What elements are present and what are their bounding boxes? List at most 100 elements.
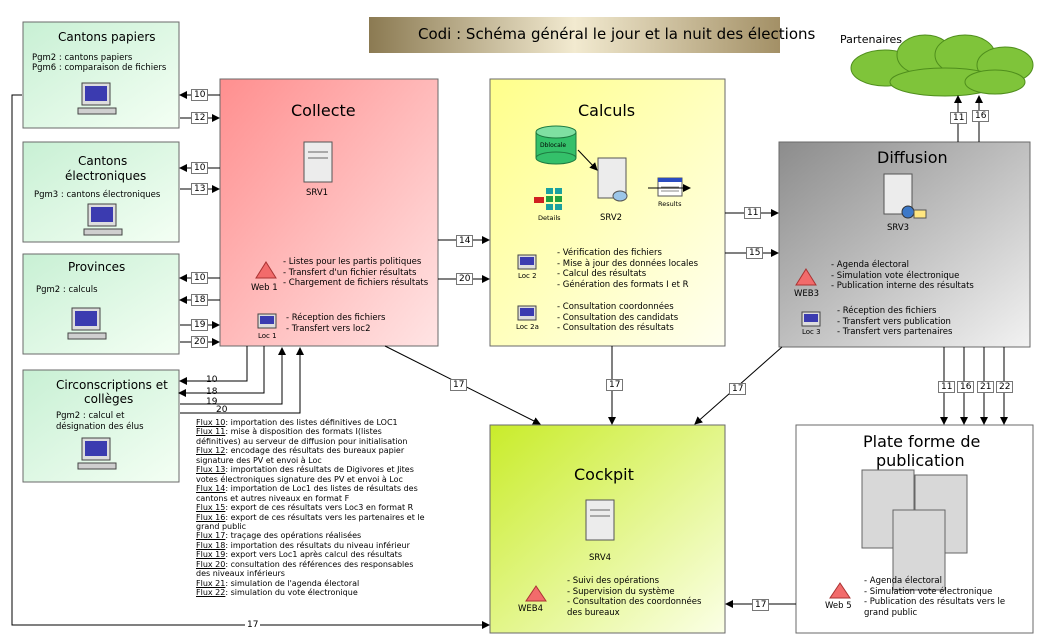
db-link [577, 149, 598, 171]
flux-label: 11 [938, 381, 956, 393]
web3-label: WEB3 [794, 289, 820, 299]
calculs-loc2-list: - Vérification des fichiers - Mise à jou… [557, 248, 698, 290]
loc2-label: Loc 2 [518, 272, 537, 280]
web4-label: WEB4 [518, 604, 544, 614]
plateforme-list: - Agenda électoral - Simulation vote éle… [864, 576, 1005, 618]
web1-label: Web 1 [251, 283, 278, 293]
collecte-web-item: - Chargement de fichiers résultats [283, 278, 429, 288]
flux-label: 10 [191, 162, 209, 174]
flux-label: 17 [450, 379, 468, 391]
cockpit-item: - Consultation des coordonnées [567, 597, 702, 607]
diffusion-loc-item: - Transfert vers partenaires [837, 327, 953, 337]
flux-label: 20 [456, 273, 474, 285]
partenaires-cloud [850, 34, 1034, 97]
flux-label: 10 [191, 89, 209, 101]
pc-icon-3 [67, 307, 107, 340]
legend-row: votes électroniques signature des PV et … [196, 474, 403, 484]
loc2-icon [517, 254, 537, 270]
cantons-electroniques-line: Pgm3 : cantons électroniques [34, 190, 161, 200]
legend-row: Flux 13: importation des résultats de Di… [196, 465, 414, 475]
flux-label: 22 [996, 381, 1014, 393]
diffusion-loc-item: - Réception des fichiers [837, 306, 937, 316]
cockpit-item: - Supervision du système [567, 586, 675, 597]
results-icon [657, 177, 683, 197]
loc1-icon [257, 313, 277, 329]
flux-label: 12 [191, 112, 209, 124]
flux-label: 10 [206, 375, 218, 385]
plateforme-item: - Simulation vote électronique [864, 586, 993, 597]
calculs-loc2a-list: - Consultation coordonnées - Consultatio… [557, 302, 678, 334]
web-icon-plateforme [829, 582, 851, 599]
details-label: Details [538, 214, 561, 222]
flux-label: 13 [191, 183, 209, 195]
diffusion-web-item: - Publication interne des résultats [831, 281, 974, 291]
db-label: Dblocale [540, 142, 567, 149]
calculs-loc2-item: - Vérification des fichiers [557, 248, 662, 258]
web5-label: Web 5 [825, 601, 852, 611]
web-icon-collecte [255, 261, 277, 279]
cantons-papiers-line2: Pgm6 : comparaison de fichiers [32, 63, 167, 73]
legend-row: cantons et autres niveaux en format F [196, 493, 350, 503]
collecte-loc-item: - Réception des fichiers [286, 313, 386, 323]
details-icon [534, 188, 562, 210]
cockpit-list: - Suivi des opérations - Supervision du … [567, 576, 701, 618]
collecte-loc-list: - Réception des fichiers - Transfert ver… [286, 313, 386, 334]
flux-label: 17 [606, 379, 624, 391]
flux-label: 11 [744, 207, 762, 219]
flux-label: 16 [972, 110, 990, 122]
plateforme-item: - Agenda électoral [864, 576, 942, 586]
plateforme-title1: Plate forme de [863, 432, 981, 451]
flux-label: 17 [752, 599, 770, 611]
server-icon-srv1 [303, 141, 333, 183]
flux-label: 17 [729, 383, 747, 395]
circonscriptions-line2: désignation des élus [56, 422, 144, 432]
legend-row: Flux 18: importation des résultats du ni… [196, 540, 410, 550]
legend-row: Flux 12: encodage des résultats des bure… [196, 446, 405, 456]
legend-row: Flux 16: export de ces résultats vers le… [196, 512, 425, 522]
calculs-box [489, 78, 726, 347]
flux-label: 16 [957, 381, 975, 393]
srv3-label: SRV3 [887, 223, 910, 233]
collecte-web-item: - Listes pour les partis politiques [283, 257, 422, 267]
calculs-loc2a-item: - Consultation des résultats [557, 323, 674, 333]
diffusion-web-item: - Simulation vote électronique [831, 270, 960, 281]
cockpit-item: des bureaux [567, 607, 620, 618]
circonscriptions-title2: collèges [84, 392, 134, 406]
flux-label: 20 [216, 405, 228, 415]
srv2-label: SRV2 [600, 213, 623, 223]
database-icon [535, 125, 577, 165]
pc-icon-1 [77, 82, 117, 115]
collecte-web-item: - Transfert d'un fichier résultats [283, 267, 417, 278]
loc3-label: Loc 3 [802, 328, 821, 336]
server-cluster-icon [861, 469, 968, 591]
calculs-title: Calculs [578, 101, 636, 120]
flux-label: 20 [191, 336, 209, 348]
page-title: Codi : Schéma général le jour et la nuit… [418, 25, 816, 43]
partenaires-label: Partenaires [840, 33, 903, 46]
collecte-web-list: - Listes pour les partis politiques - Tr… [283, 257, 428, 289]
flux-label: 15 [746, 247, 764, 259]
diffusion-web-list: - Agenda électoral - Simulation vote éle… [831, 260, 974, 292]
cockpit-item: - Suivi des opérations [567, 576, 660, 586]
circonscriptions-title1: Circonscriptions et [56, 378, 168, 392]
flux-label: 18 [206, 387, 218, 397]
legend-row: Flux 17: traçage des opérations réalisée… [196, 531, 362, 541]
pc-icon-2 [83, 203, 123, 236]
loc1-label: Loc 1 [258, 332, 277, 340]
legend-row: Flux 10: importation des listes définiti… [196, 418, 398, 427]
legend-row: Flux 21: simulation de l'agenda électora… [196, 578, 360, 588]
cockpit-title: Cockpit [574, 465, 634, 484]
server-icon-srv3 [883, 173, 927, 219]
flux-label: 17 [245, 620, 261, 630]
cantons-electroniques-title1: Cantons [78, 154, 128, 168]
legend-row: des niveaux inférieurs [196, 569, 285, 579]
cantons-electroniques-title2: électroniques [65, 169, 147, 183]
calculs-loc2-item: - Calcul des résultats [557, 269, 647, 279]
legend-row: Flux 22: simulation du vote électronique [196, 588, 358, 598]
web-icon-cockpit [525, 585, 547, 602]
legend-row: Flux 19: export vers Loc1 après calcul d… [196, 550, 402, 560]
circonscriptions-line1: Pgm2 : calcul et [56, 411, 125, 421]
diffusion-web-item: - Agenda électoral [831, 260, 909, 270]
flux-label: 18 [191, 294, 209, 306]
